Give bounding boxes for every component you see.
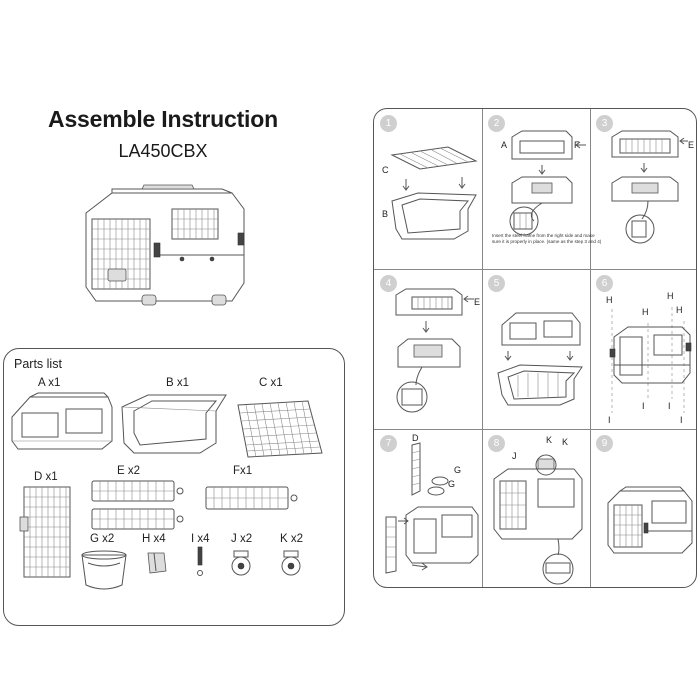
step-number: 7 — [380, 435, 397, 452]
part-a-label: A x1 — [38, 377, 61, 389]
step-number: 9 — [596, 435, 613, 452]
part-d-door — [19, 485, 74, 579]
step-label: I — [668, 401, 671, 411]
step-label: G — [454, 465, 462, 475]
part-a-top-cover — [8, 391, 116, 453]
step-number: 4 — [380, 275, 397, 292]
part-j-wheel — [228, 549, 254, 577]
step-label: E — [688, 140, 695, 150]
step-label: G — [448, 479, 456, 489]
step-number: 8 — [488, 435, 505, 452]
step-1: 1 C B — [374, 109, 482, 269]
page-title: Assemble Instruction — [48, 106, 278, 132]
parts-list-title: Parts list — [14, 357, 62, 371]
grid-divider — [590, 109, 591, 587]
carrier-illustration — [72, 183, 252, 313]
step-label: I — [608, 415, 611, 425]
part-i-label: I x4 — [191, 533, 210, 545]
part-h-clip — [144, 549, 170, 577]
part-g-label: G x2 — [90, 533, 115, 545]
grid-divider — [374, 429, 696, 430]
part-k-label: K x2 — [280, 533, 304, 545]
part-c-floor-grid — [234, 399, 324, 459]
step-6: 6 H H H H I I I I — [590, 269, 696, 429]
step-label: E — [474, 297, 481, 307]
step-label: A — [501, 140, 508, 150]
step-8: 8 K K J — [482, 429, 590, 587]
step-number: 3 — [596, 115, 613, 132]
step-5: 5 — [482, 269, 590, 429]
assembly-steps-grid: 1 C B 2 A F — [373, 108, 697, 588]
step-label: K — [562, 437, 569, 447]
step-label: K — [546, 435, 553, 445]
step-7: 7 D G G — [374, 429, 482, 587]
part-k-wheel — [278, 549, 304, 577]
part-b-bottom-tray — [120, 393, 230, 455]
step-4: 4 E — [374, 269, 482, 429]
step-label: H — [606, 295, 613, 305]
step-number: 6 — [596, 275, 613, 292]
grid-divider — [374, 269, 696, 270]
step-label: D — [412, 433, 419, 443]
part-c-label: C x1 — [259, 377, 283, 389]
part-i-pin — [196, 546, 204, 577]
part-j-label: J x2 — [231, 533, 253, 545]
step-number: 2 — [488, 115, 505, 132]
parts-list-panel: Parts list A x1 B x1 C x1 — [3, 348, 345, 626]
step-label: B — [382, 209, 389, 219]
part-e-side-window-frames — [90, 479, 186, 535]
step-label: I — [642, 401, 645, 411]
part-e-label: E x2 — [117, 465, 141, 477]
step-2: 2 A F Insert the steel frame from the ri… — [482, 109, 601, 269]
part-d-label: D x1 — [34, 471, 58, 483]
step-9: 9 — [590, 429, 696, 587]
step-note: Insert the steel frame from the right si… — [492, 233, 602, 244]
step-label: H — [667, 291, 674, 301]
step-label: H — [676, 305, 683, 315]
part-b-label: B x1 — [166, 377, 190, 389]
step-number: 5 — [488, 275, 505, 292]
step-label: H — [642, 307, 649, 317]
part-f-front-window-frame — [204, 485, 300, 515]
step-number: 1 — [380, 115, 397, 132]
step-label: J — [512, 451, 517, 461]
step-label: I — [680, 415, 683, 425]
model-number: LA450CBX — [118, 141, 208, 161]
grid-divider — [482, 109, 483, 587]
step-label: C — [382, 165, 389, 175]
part-f-label: Fx1 — [233, 465, 253, 477]
part-h-label: H x4 — [142, 533, 166, 545]
step-3: 3 E — [590, 109, 696, 269]
part-g-bowl — [78, 549, 130, 593]
